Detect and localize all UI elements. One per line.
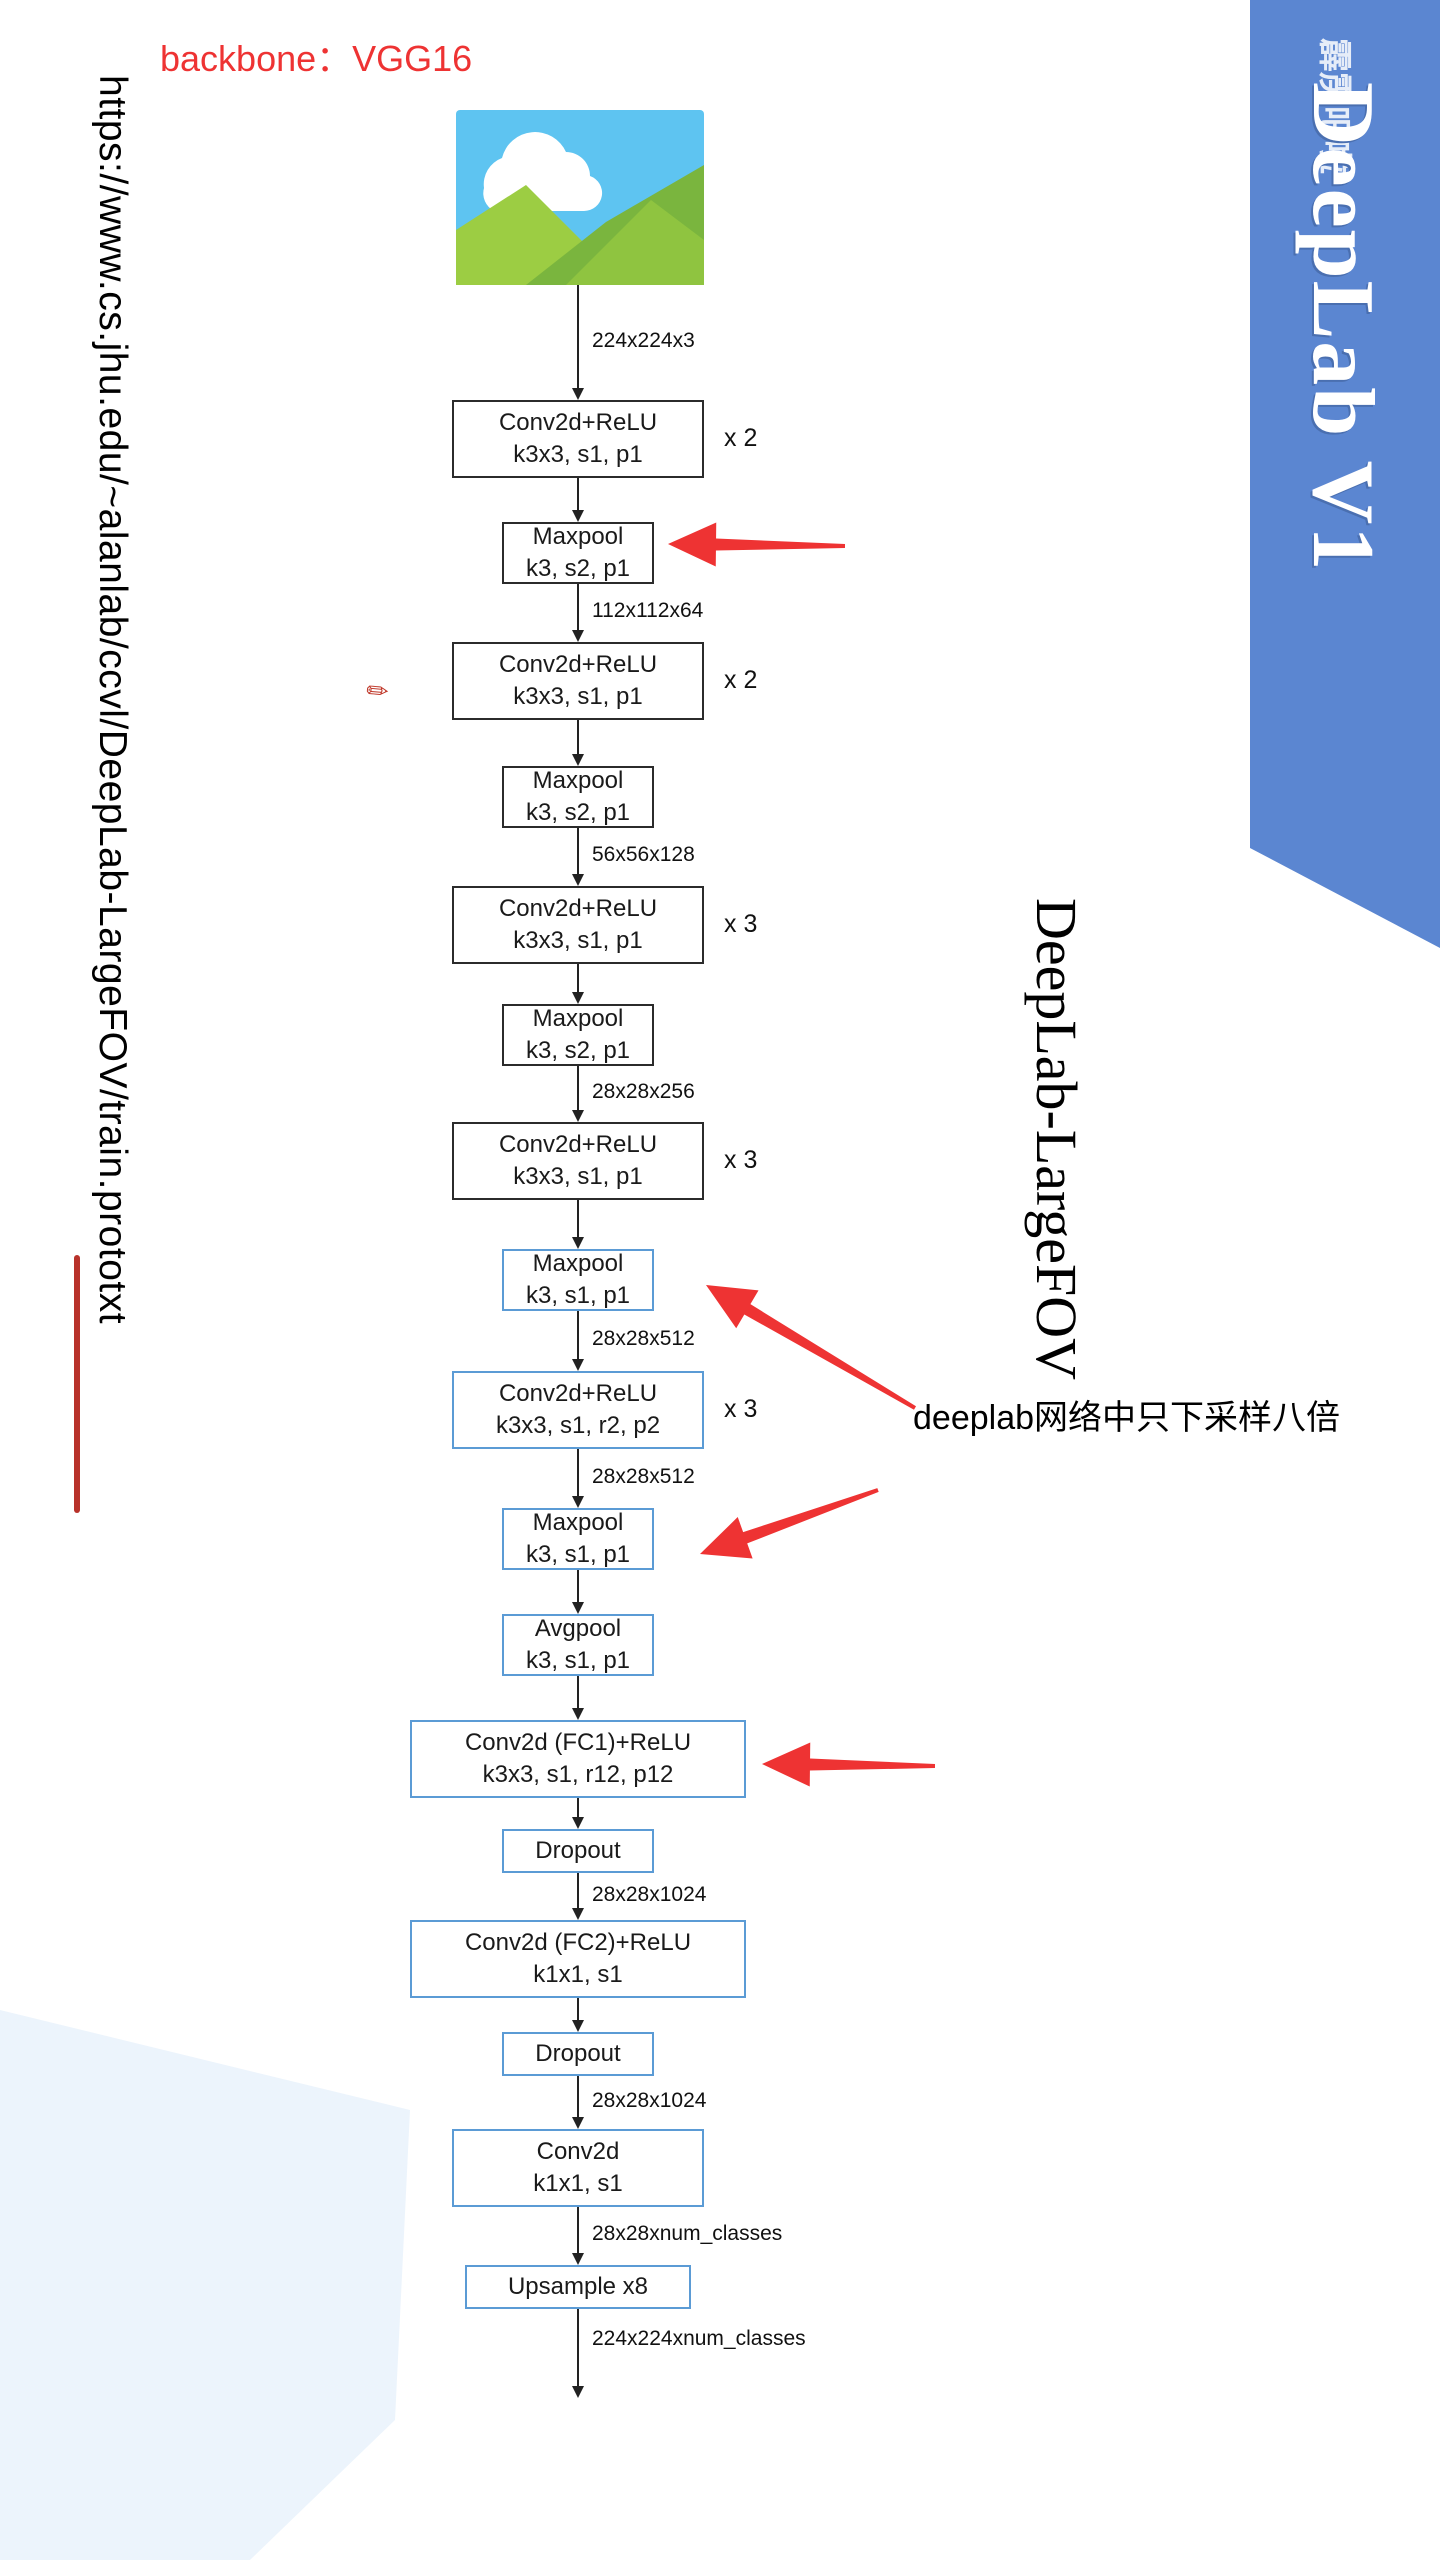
connector-arrow-2-head [572, 630, 584, 642]
layer-params: k3, s2, p1 [525, 555, 631, 582]
layer-params: k3x3, s1, p1 [513, 927, 643, 954]
layer-name: Conv2d+ReLU [498, 1131, 658, 1158]
highlight-red-arrow [668, 522, 846, 567]
tensor-shape-label: 28x28x256 [592, 1080, 695, 1103]
layer-params: k3, s2, p1 [525, 1037, 631, 1064]
layer-name: Conv2d+ReLU [498, 651, 658, 678]
layer-params: k3, s2, p1 [525, 799, 631, 826]
layer-name: Maxpool [532, 1005, 624, 1032]
layer-box: Maxpool k3, s1, p1 [502, 1508, 654, 1570]
tensor-shape-label: 28x28xnum_classes [592, 2222, 783, 2245]
connector-arrow-10-head [572, 1602, 584, 1614]
tensor-shape-label: 224x224x3 [592, 329, 695, 352]
tensor-shape-label: 28x28x512 [592, 1465, 695, 1488]
layer-name: Maxpool [532, 1250, 624, 1277]
layer-params: k3, s1, p1 [525, 1282, 631, 1309]
layer-params: k3x3, s1, p1 [513, 683, 643, 710]
layer-box: Conv2d+ReLU k3x3, s1, r2, p2 [452, 1371, 704, 1449]
layer-name: Avgpool [534, 1615, 622, 1642]
layer-params: k3x3, s1, p1 [513, 441, 643, 468]
connector-arrow-14-head [572, 2020, 584, 2032]
layer-params: k1x1, s1 [533, 2170, 623, 2197]
repeat-count-label: x 3 [724, 1146, 758, 1174]
layer-box: Conv2d+ReLU k3x3, s1, p1 [452, 1122, 704, 1200]
layer-box: Dropout [502, 2032, 654, 2076]
layer-params: k3x3, s1, p1 [513, 1163, 643, 1190]
connector-arrow-3-head [572, 754, 584, 766]
banner-polygon [1250, 0, 1440, 948]
tensor-shape-label: 28x28x1024 [592, 2089, 707, 2112]
layer-name: Conv2d (FC2)+ReLU [464, 1929, 692, 1956]
layer-box: Maxpool k3, s2, p1 [502, 522, 654, 584]
layer-box: Conv2d k1x1, s1 [452, 2129, 704, 2207]
layer-name: Dropout [535, 2040, 621, 2067]
tensor-shape-label: 56x56x128 [592, 843, 695, 866]
layer-params: k3, s1, p1 [525, 1541, 631, 1568]
layer-box: Conv2d (FC1)+ReLU k3x3, s1, r12, p12 [410, 1720, 746, 1798]
layer-box: Conv2d+ReLU k3x3, s1, p1 [452, 642, 704, 720]
layer-box: Maxpool k3, s2, p1 [502, 766, 654, 828]
output-arrow-head [572, 2386, 584, 2398]
connector-arrow-11-head [572, 1708, 584, 1720]
layer-name: Maxpool [532, 767, 624, 794]
layer-name: Maxpool [532, 1509, 624, 1536]
tensor-shape-label: 112x112x64 [592, 599, 704, 622]
connector-arrow-7-head [572, 1237, 584, 1249]
connector-arrow-13-head [572, 1908, 584, 1920]
connector-arrow-6-head [572, 1110, 584, 1122]
layer-box: Conv2d+ReLU k3x3, s1, p1 [452, 886, 704, 964]
connector-arrow-16-head [572, 2253, 584, 2265]
repeat-count-label: x 3 [724, 1395, 758, 1423]
repeat-count-label: x 3 [724, 910, 758, 938]
layer-box: Dropout [502, 1829, 654, 1873]
layer-box: Conv2d+ReLU k3x3, s1, p1 [452, 400, 704, 478]
connector-arrow-0-head [572, 388, 584, 400]
layer-name: Upsample x8 [507, 2273, 649, 2300]
highlight-red-arrow [762, 1742, 936, 1787]
layer-box: Conv2d (FC2)+ReLU k1x1, s1 [410, 1920, 746, 1998]
output-shape-label: 224x224xnum_classes [592, 2327, 806, 2350]
image-icon [456, 110, 704, 285]
layer-name: Dropout [535, 1837, 621, 1864]
highlight-red-arrow [700, 1488, 879, 1559]
connector-arrow-5-head [572, 992, 584, 1004]
connector-arrow-4-head [572, 874, 584, 886]
layer-params: k3, s1, p1 [525, 1647, 631, 1674]
layer-box: Maxpool k3, s1, p1 [502, 1249, 654, 1311]
layer-params: k3x3, s1, r12, p12 [482, 1761, 674, 1788]
layer-name: Conv2d+ReLU [498, 1380, 658, 1407]
layer-name: Conv2d (FC1)+ReLU [464, 1729, 692, 1756]
layer-name: Conv2d [536, 2138, 620, 2165]
connector-arrow-1-head [572, 510, 584, 522]
backbone-label: backbone：VGG16 [160, 38, 473, 79]
background-wash [0, 2010, 410, 2560]
url-underline [74, 1255, 80, 1513]
layer-name: Conv2d+ReLU [498, 409, 658, 436]
tensor-shape-label: 28x28x1024 [592, 1883, 707, 1906]
layer-box: Avgpool k3, s1, p1 [502, 1614, 654, 1676]
layer-params: k3x3, s1, r2, p2 [495, 1412, 661, 1439]
layer-params: k1x1, s1 [533, 1961, 623, 1988]
connector-arrow-15-head [572, 2117, 584, 2129]
repeat-count-label: x 2 [724, 424, 758, 452]
layer-box: Upsample x8 [465, 2265, 691, 2309]
layer-name: Maxpool [532, 523, 624, 550]
connector-arrow-9-head [572, 1496, 584, 1508]
tensor-shape-label: 28x28x512 [592, 1327, 695, 1350]
highlight-red-arrow [706, 1285, 917, 1410]
repeat-count-label: x 2 [724, 666, 758, 694]
layer-box: Maxpool k3, s2, p1 [502, 1004, 654, 1066]
connector-arrow-12-head [572, 1817, 584, 1829]
layer-name: Conv2d+ReLU [498, 895, 658, 922]
annotation-note: deeplab网络中只下采样八倍 [913, 1399, 1341, 1437]
connector-arrow-8-head [572, 1359, 584, 1371]
